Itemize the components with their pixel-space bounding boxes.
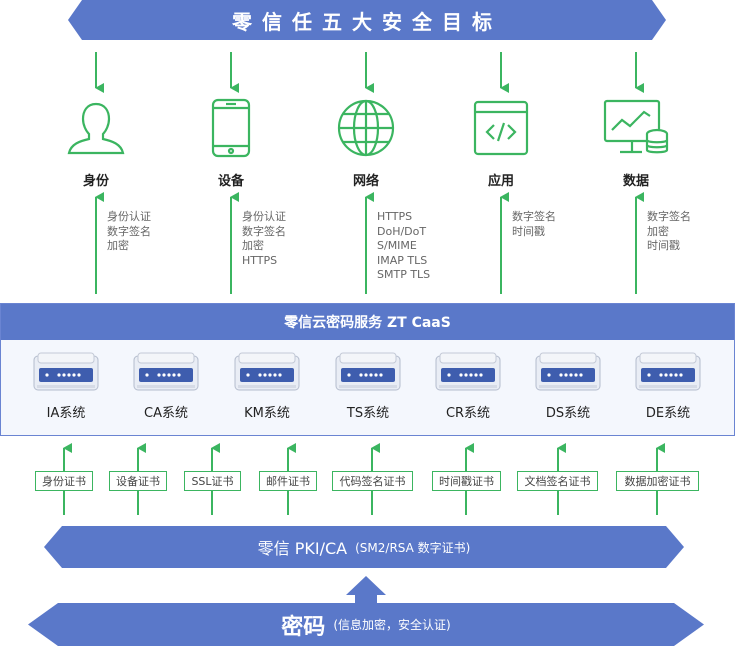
system-tile: DS系统 [528,352,608,421]
code-signing-certificate: 代码签名证书 [332,471,413,491]
category-label-identity: 身份 [82,174,109,189]
mobile-phone-icon [199,96,263,160]
identity-capability-list: 身份认证 数字签名 加密 [107,210,151,254]
network-capability-list: HTTPS DoH/DoT S/MIME IMAP TLS SMTP TLS [377,210,430,283]
list-item: 时间戳 [512,224,545,238]
system-label: TS系统 [346,406,390,421]
category-label-data: 数据 [622,174,649,189]
list-item: DoH/DoT [377,224,427,238]
server-appliance-icon [435,352,501,391]
system-label: CA系统 [144,406,188,421]
pki-ca-banner: 零信 PKI/CA (SM2/RSA 数字证书) [44,526,684,568]
system-tile: DE系统 [628,352,708,421]
system-tile: CA系统 [126,352,206,421]
system-label: DE系统 [645,406,691,421]
list-item: 数字签名 [512,210,556,223]
top-goals-banner: 零信任五大安全目标 [68,0,666,40]
device-capability-list: 身份认证 数字签名 加密 HTTPS [242,210,286,268]
pki-subtitle: (SM2/RSA 数字证书) [355,540,471,555]
globe-icon [334,96,398,160]
device-certificate: 设备证书 [109,471,167,491]
list-item: HTTPS [377,210,413,223]
list-item: 数字签名 [647,210,691,223]
server-appliance-icon [234,352,300,391]
list-item: 数字签名 [107,224,151,238]
list-item: HTTPS [242,253,278,267]
identity-certificate: 身份证书 [35,471,93,491]
server-appliance-icon [635,352,701,391]
email-certificate: 邮件证书 [259,471,317,491]
server-appliance-icon [33,352,99,391]
base-title: 密码 [281,614,326,640]
list-item: IMAP TLS [377,253,428,267]
data-encryption-certificate: 数据加密证书 [616,471,699,491]
system-label: IA系统 [46,406,86,421]
category-label-application: 应用 [487,174,514,189]
person-icon [64,96,128,160]
system-tile: TS系统 [328,352,408,421]
list-item: 时间戳 [647,239,680,252]
system-tile: CR系统 [428,352,508,421]
category-label-device: 设备 [217,174,244,189]
system-label: KM系统 [244,406,290,421]
list-item: 身份认证 [242,210,286,223]
list-item: SMTP TLS [377,268,431,281]
server-appliance-icon [133,352,199,391]
timestamp-certificate: 时间戳证书 [432,471,501,491]
data-capability-list: 数字签名 加密 时间戳 [647,210,691,254]
system-tile: IA系统 [26,352,106,421]
system-label: CR系统 [445,406,491,421]
list-item: 加密 [242,239,264,252]
ssl-certificate: SSL证书 [184,471,241,491]
server-appliance-icon [535,352,601,391]
pki-title: 零信 PKI/CA [257,539,348,558]
list-item: 加密 [107,239,129,252]
system-tile: KM系统 [227,352,307,421]
category-label-network: 网络 [352,174,379,189]
server-appliance-icon [335,352,401,391]
code-window-icon [469,96,533,160]
list-item: 数字签名 [242,224,286,238]
list-item: S/MIME [377,239,417,252]
application-capability-list: 数字签名 时间戳 [512,210,556,239]
system-label: DS系统 [545,406,591,421]
list-item: 身份认证 [107,210,151,223]
services-title: 零信云密码服务 ZT CaaS [1,304,734,340]
list-item: 加密 [647,224,669,238]
cryptography-base-banner: 密码 (信息加密，安全认证) [28,603,704,646]
data-monitor-icon [602,96,669,160]
base-subtitle: (信息加密，安全认证) [333,618,451,632]
document-signing-certificate: 文档签名证书 [517,471,598,491]
